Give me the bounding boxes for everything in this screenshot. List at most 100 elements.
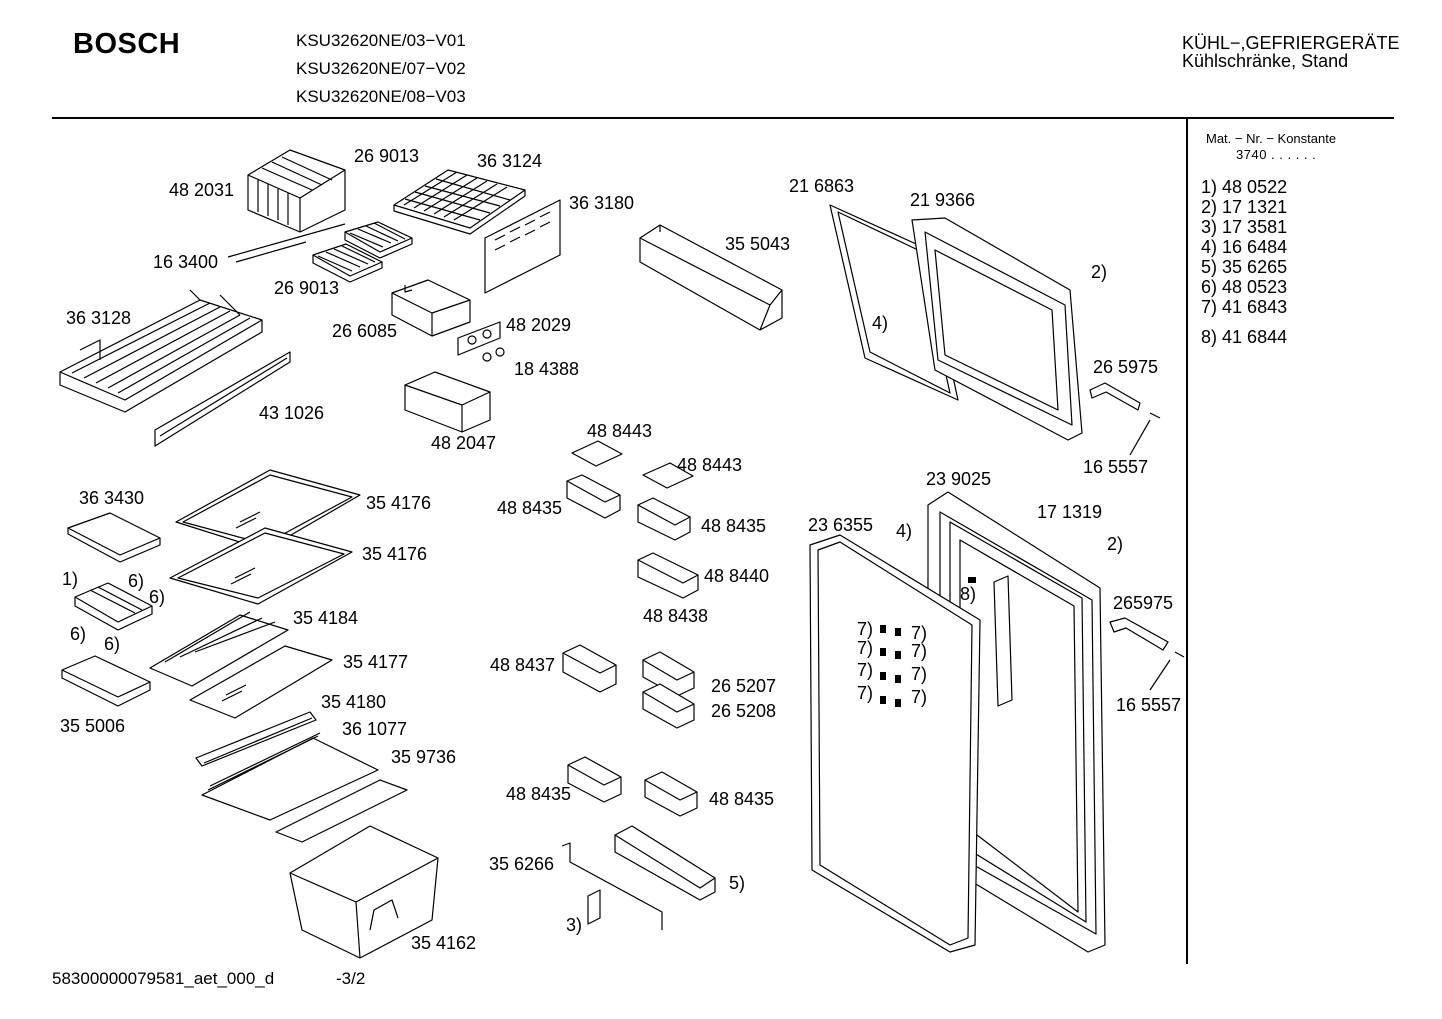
part-label: 35 4162: [411, 933, 477, 953]
part-ice-bin: [392, 280, 470, 336]
part-egg-rack: [75, 583, 152, 630]
part-label: 36 3180: [569, 193, 635, 213]
page-number: -3/2: [336, 969, 366, 988]
part-label: 23 9025: [926, 469, 992, 489]
brand-logo: BOSCH: [73, 28, 181, 60]
part-label: 35 5043: [725, 234, 791, 254]
part-label: 6): [104, 634, 121, 654]
part-label: 48 8435: [497, 498, 563, 518]
part-label: 35 5006: [60, 716, 126, 736]
reference-item: 1) 48 0522: [1201, 177, 1288, 197]
part-door-handle-upper: [1090, 383, 1160, 455]
part-label: 7): [911, 641, 928, 661]
part-door-bin-small-4: [563, 645, 616, 692]
part-egg-tray-2: [643, 463, 693, 488]
part-label: 48 8435: [506, 784, 572, 804]
part-door-bin-small-6: [643, 684, 694, 728]
part-butter-tray: [68, 513, 160, 562]
reference-item: 4) 16 6484: [1201, 237, 1288, 257]
document-id: 58300000079581_aet_000_d: [52, 969, 275, 988]
part-label: 1): [62, 569, 79, 589]
part-label: 7): [911, 687, 928, 707]
part-door-bin-top: [640, 225, 782, 330]
part-label: 7): [857, 619, 874, 639]
part-label: 48 8438: [643, 606, 709, 626]
part-label: 48 8443: [587, 421, 653, 441]
part-wire-rack: [394, 170, 525, 234]
part-freezer-door: [912, 218, 1082, 440]
part-label: 18 4388: [514, 359, 580, 379]
part-label: 5): [729, 873, 746, 893]
reference-item: 5) 35 6265: [1201, 257, 1288, 277]
part-label: 3): [566, 915, 583, 935]
part-label: 35 4184: [293, 608, 359, 628]
part-label: 7): [911, 664, 928, 684]
part-label: 6): [149, 587, 166, 607]
category-title: KÜHL−,GEFRIERGERÄTE: [1182, 33, 1400, 53]
part-small-tray: [62, 656, 150, 706]
model-number-2: KSU32620NE/07−V02: [296, 59, 466, 78]
header-divider: [52, 117, 1394, 119]
part-label: 35 4176: [362, 544, 428, 564]
part-crisper-cover: [202, 733, 378, 820]
part-door-handle-lower: [1110, 618, 1184, 690]
part-evaporator-grille: [248, 150, 345, 232]
reference-item: 8) 41 6844: [1201, 327, 1288, 347]
part-label: 48 2031: [169, 180, 235, 200]
part-label: 4): [872, 313, 889, 333]
part-label: 16 3400: [153, 252, 219, 272]
part-label: 26 9013: [274, 278, 340, 298]
part-label: 36 3128: [66, 308, 132, 328]
part-label: 6): [128, 571, 145, 591]
part-door-bin-small-2: [638, 498, 690, 540]
reference-item: 6) 48 0523: [1201, 277, 1288, 297]
part-vent-grille: [196, 712, 316, 766]
part-label: 7): [857, 638, 874, 658]
part-door-bin-small-3: [638, 553, 698, 598]
part-label: 17 1319: [1037, 502, 1103, 522]
part-crisper-glass: [276, 780, 407, 842]
part-label: 35 4176: [366, 493, 432, 513]
part-wire-bracket: [562, 843, 662, 930]
sidebar-divider: [1186, 118, 1188, 964]
model-number-3: KSU32620NE/08−V03: [296, 87, 466, 106]
mat-nr-title: Mat. − Nr. − Konstante: [1206, 131, 1337, 146]
part-control-panel: [458, 322, 504, 361]
part-label: 26 5975: [1093, 357, 1159, 377]
part-label: 43 1026: [259, 403, 325, 423]
part-label: 8): [960, 584, 977, 604]
part-label: 26 6085: [332, 321, 398, 341]
part-glass-shelf-2: [170, 528, 352, 604]
part-label: 48 8437: [490, 655, 556, 675]
part-label: 48 2047: [431, 433, 497, 453]
part-label: 26 9013: [354, 146, 420, 166]
part-label: 36 3430: [79, 488, 145, 508]
part-label: 35 4180: [321, 692, 387, 712]
part-small-drawer: [405, 372, 490, 432]
part-label: 265975: [1113, 593, 1174, 613]
part-label: 16 5557: [1116, 695, 1182, 715]
part-label: 48 8440: [704, 566, 770, 586]
part-label: 23 6355: [808, 515, 874, 535]
part-label: 26 5208: [711, 701, 777, 721]
part-crisper-box: [290, 826, 438, 958]
category-subtitle: Kühlschränke, Stand: [1182, 51, 1349, 71]
part-label: 7): [911, 623, 928, 643]
part-glass-shelf-3: [190, 646, 332, 718]
part-label: 21 6863: [789, 176, 855, 196]
part-ice-tray-upper: [345, 222, 412, 258]
part-label: 35 9736: [391, 747, 457, 767]
part-label: 36 1077: [342, 719, 408, 739]
part-label: 26 5207: [711, 676, 777, 696]
part-label: 16 5557: [1083, 457, 1149, 477]
part-label: 48 8435: [709, 789, 775, 809]
part-label: 7): [857, 660, 874, 680]
part-door-bin-large: [615, 826, 715, 900]
mat-nr-value: 3740 . . . . . .: [1236, 147, 1317, 162]
part-door-bin-small-7: [568, 757, 621, 802]
part-label: 7): [857, 683, 874, 703]
part-label: 6): [70, 624, 87, 644]
part-door-bin-small-8: [645, 772, 697, 816]
part-fridge-door-gasket: [810, 535, 980, 952]
